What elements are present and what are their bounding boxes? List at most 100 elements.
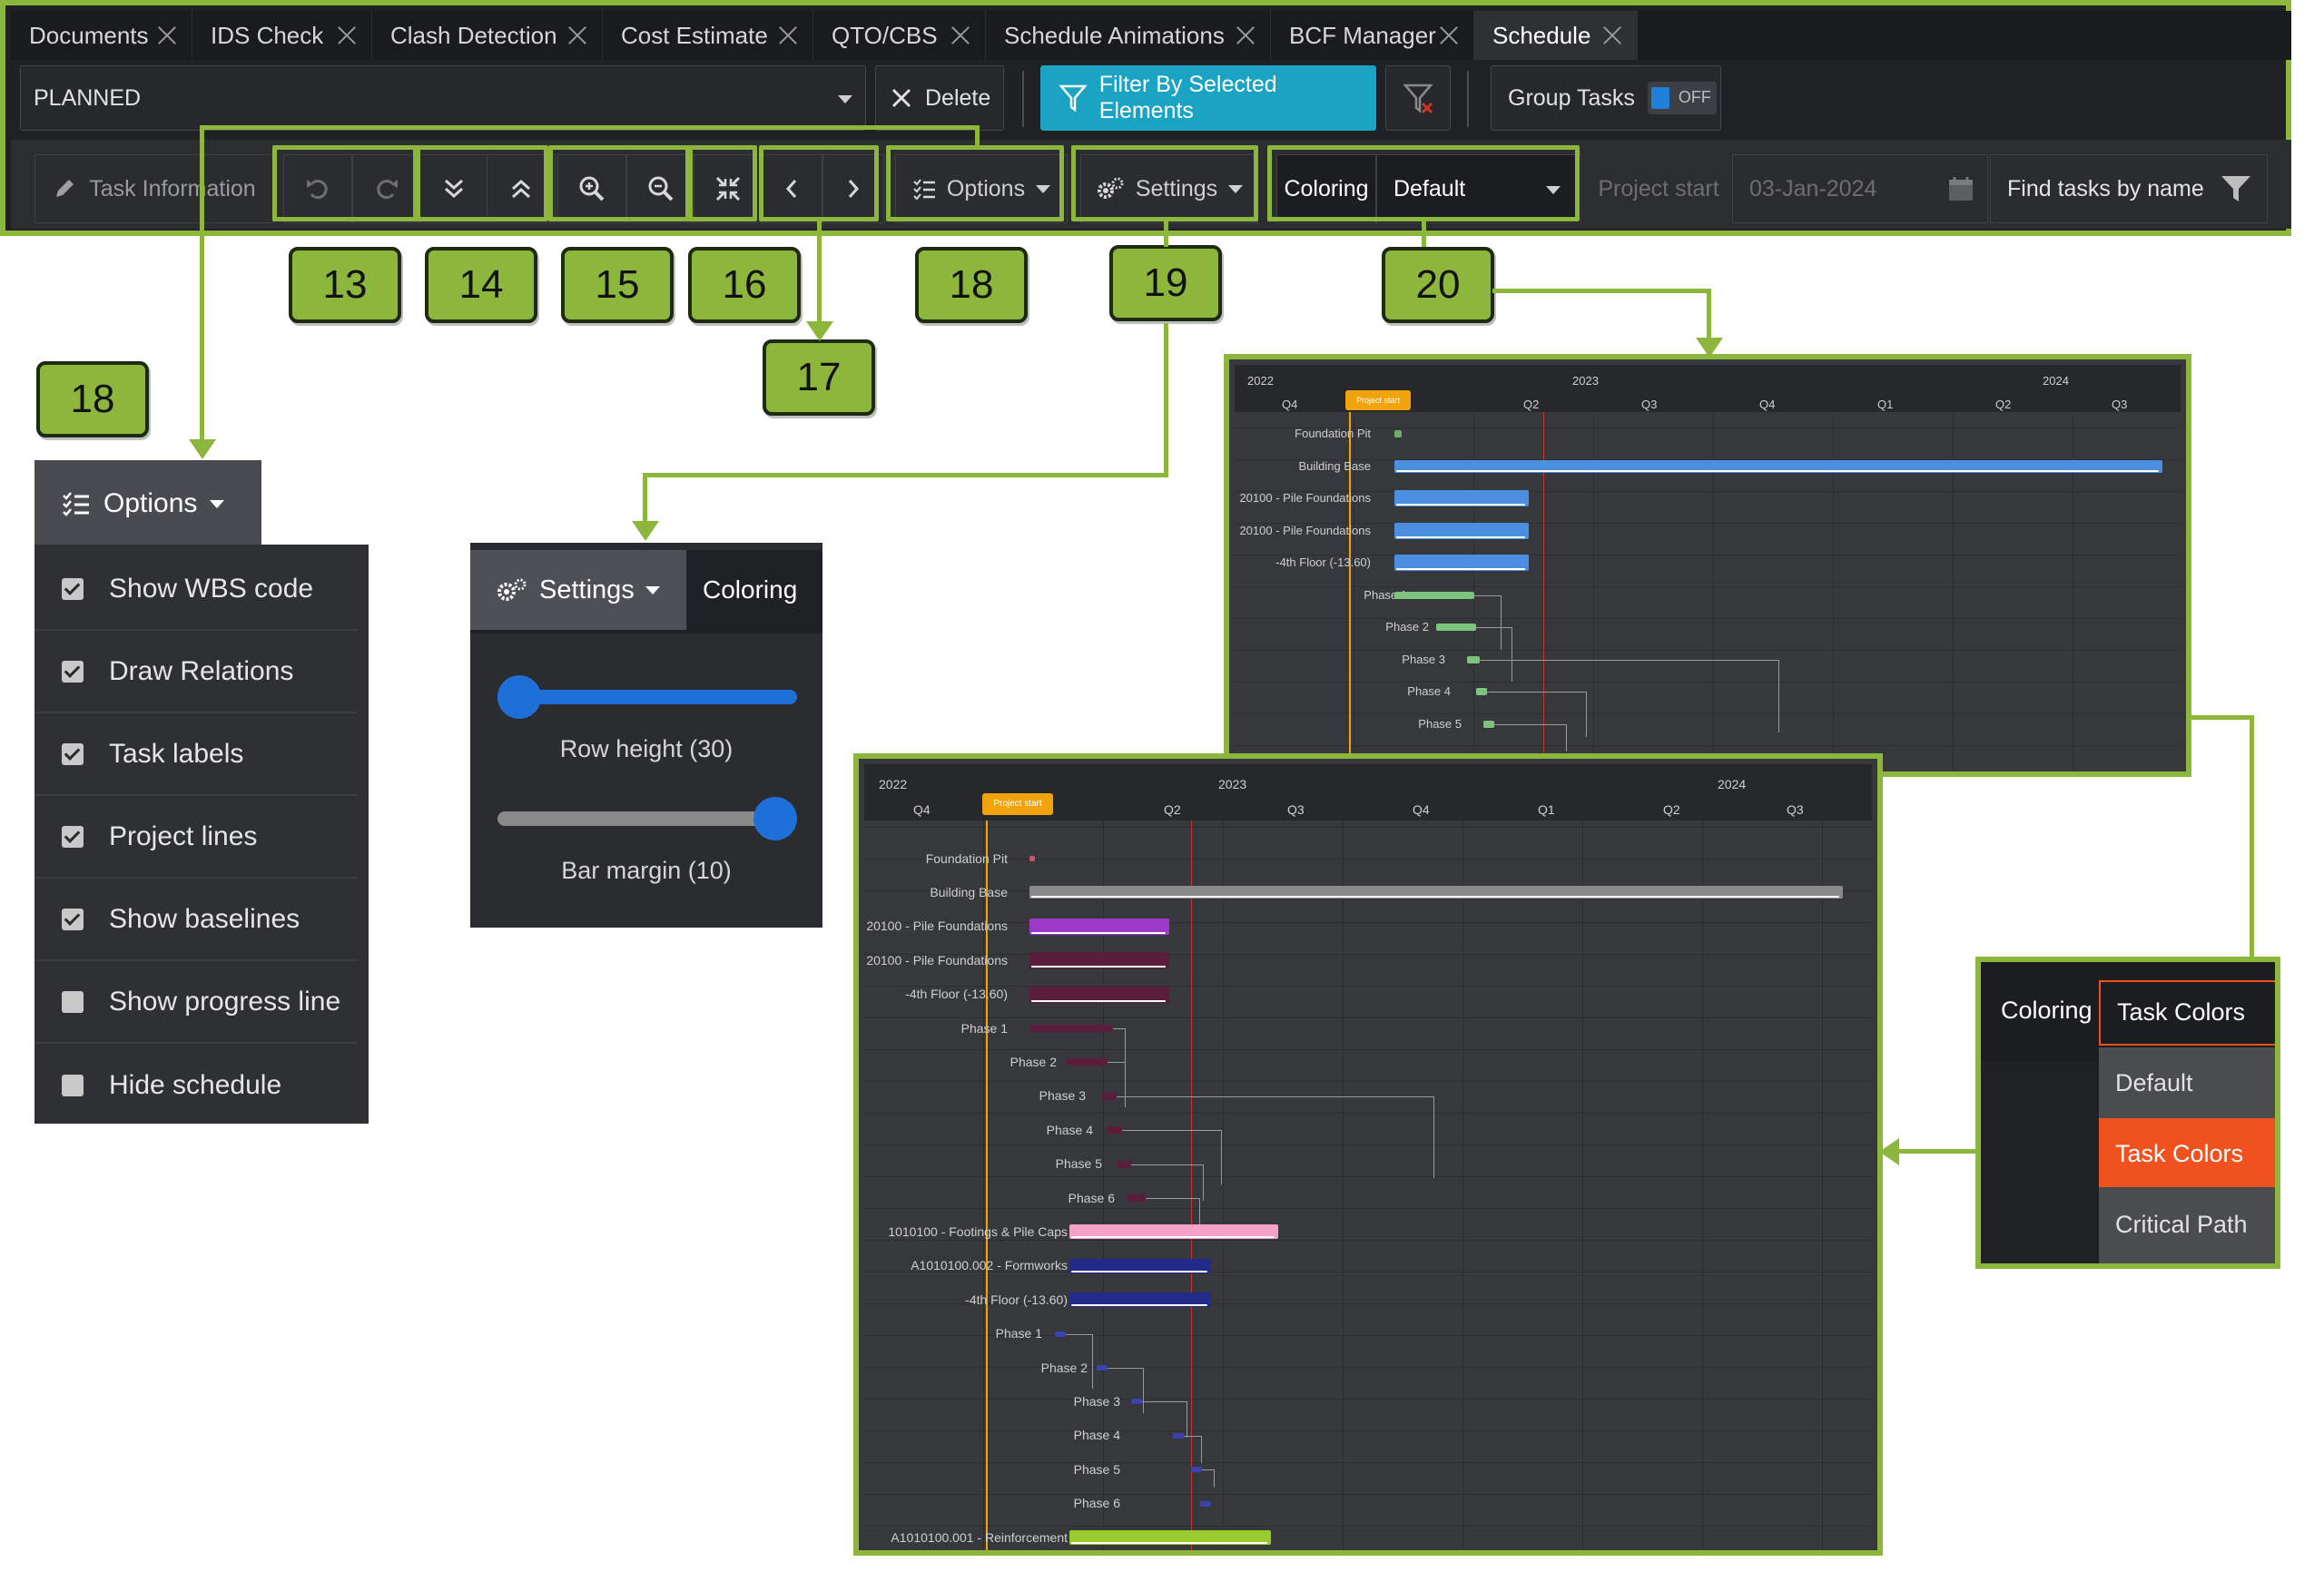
option-draw-relations[interactable]: Draw Relations [34,631,358,713]
project-start-input[interactable]: 03-Jan-2024 [1732,154,1988,223]
tab-cost-estimate[interactable]: Cost Estimate [603,11,813,60]
bar-margin-slider-knob[interactable] [753,797,797,840]
callout-15: 15 [561,247,674,323]
find-tasks-input[interactable]: Find tasks by name [1990,154,2268,223]
task-label: Building Base [930,885,1008,899]
baseline-bar [1031,896,1839,899]
coloring-option-default[interactable]: Default [2115,1069,2193,1096]
coloring-select[interactable]: Default [1376,154,1581,223]
coloring-option-critical-path[interactable]: Critical Path [2115,1211,2248,1238]
zoom-out-button[interactable] [626,154,695,223]
coloring-label: Coloring [1284,175,1369,201]
option-label: Task labels [109,738,244,769]
task-information-button[interactable]: Task Information [34,154,274,223]
task-label: Phase 6 [1068,1190,1115,1205]
callout-19: 19 [1109,245,1222,321]
options-button[interactable]: Options [895,154,1068,223]
chevron-left-icon [785,180,797,198]
tab-schedule[interactable]: Schedule [1474,11,1638,60]
row-height-label: Row height (30) [559,735,734,762]
close-icon[interactable] [1234,24,1257,47]
timeline-quarter: Q1 [1877,398,1894,411]
checkbox-checked[interactable] [62,908,84,930]
close-icon[interactable] [335,24,359,47]
callout-18-top: 18 [915,247,1028,323]
settings-button[interactable]: Settings [1080,154,1258,223]
scroll-right-button[interactable] [822,154,884,223]
compress-icon [715,176,741,201]
checkbox-checked[interactable] [62,825,84,848]
callout-14: 14 [425,247,537,323]
checkbox-unchecked[interactable] [62,990,84,1013]
tab-ids-check[interactable]: IDS Check [192,11,372,60]
zoom-in-button[interactable] [557,154,626,223]
option-show-baselines[interactable]: Show baselines [34,879,358,961]
option-project-lines[interactable]: Project lines [34,796,358,879]
fit-to-screen-button[interactable] [694,154,763,223]
delete-button[interactable]: Delete [875,65,1004,131]
chevron-down-icon [1228,184,1244,193]
undo-button[interactable] [283,154,352,223]
tab-label: Schedule Animations [1004,21,1225,49]
task-bar [1069,1530,1271,1545]
schedule-select[interactable]: PLANNED [20,65,866,131]
close-icon[interactable] [949,24,972,47]
task-label: 20100 - Pile Foundations [1239,491,1371,506]
relation-line [1131,1164,1204,1201]
checkbox-checked[interactable] [62,660,84,683]
settings-coloring-tab[interactable]: Coloring [686,550,822,630]
option-show-progress-line[interactable]: Show progress line [34,961,358,1044]
option-task-labels[interactable]: Task labels [34,713,358,796]
option-hide-schedule[interactable]: Hide schedule [34,1044,358,1126]
chevron-down-icon [1036,184,1051,193]
row-height-slider-knob[interactable] [497,675,541,719]
close-icon[interactable] [1437,24,1461,47]
coloring-value: Default [1393,175,1466,201]
callout-16: 16 [688,247,801,323]
coloring-select-open[interactable]: Task Colors [2099,980,2275,1046]
filter-by-selected-button[interactable]: Filter By Selected Elements [1040,65,1376,131]
options-dropdown-button[interactable]: Options [34,460,261,547]
close-icon[interactable] [1600,24,1624,47]
bar-margin-slider[interactable] [497,811,797,826]
find-tasks-placeholder: Find tasks by name [2007,175,2204,201]
settings-dropdown-button[interactable]: Settings [470,550,686,630]
close-icon[interactable] [155,24,179,47]
tab-qto-cbs[interactable]: QTO/CBS [813,11,986,60]
task-bar [1128,1194,1146,1202]
checkbox-unchecked[interactable] [62,1074,84,1096]
relation-line [1487,692,1587,737]
tab-schedule-animations[interactable]: Schedule Animations [986,11,1271,60]
group-tasks-toggle[interactable]: OFF [1647,82,1717,114]
scroll-left-button[interactable] [761,154,822,223]
timeline-year: 2024 [2043,374,2069,388]
task-bar [1102,1092,1117,1100]
chevron-right-icon [848,180,860,198]
checkbox-checked[interactable] [62,742,84,765]
task-bar [1069,1292,1211,1308]
task-label: -4th Floor (-13.60) [965,1292,1068,1307]
checkbox-checked[interactable] [62,577,84,600]
clear-filter-button[interactable] [1385,65,1451,131]
row-height-slider[interactable] [497,690,797,704]
close-icon[interactable] [776,24,800,47]
baseline-bar [1396,535,1525,538]
tab-bcf-manager[interactable]: BCF Manager [1271,11,1474,60]
tab-label: QTO/CBS [832,21,938,49]
tab-documents[interactable]: Documents [11,11,192,60]
option-show-wbs-code[interactable]: Show WBS code [34,548,358,631]
connector-line [975,125,980,147]
settings-label: Settings [1135,175,1218,201]
close-icon[interactable] [566,24,589,47]
project-start-label-box: Project start [1590,154,1727,223]
callout-13: 13 [289,247,401,323]
baseline-bar [1396,504,1525,506]
pencil-icon [56,180,74,197]
toggle-state: OFF [1678,88,1711,106]
tab-clash-detection[interactable]: Clash Detection [372,11,603,60]
coloring-option-task-colors[interactable]: Task Colors [2099,1118,2275,1187]
task-bar [1029,886,1843,899]
expand-all-button[interactable] [419,154,488,223]
relation-line [1494,723,1567,752]
